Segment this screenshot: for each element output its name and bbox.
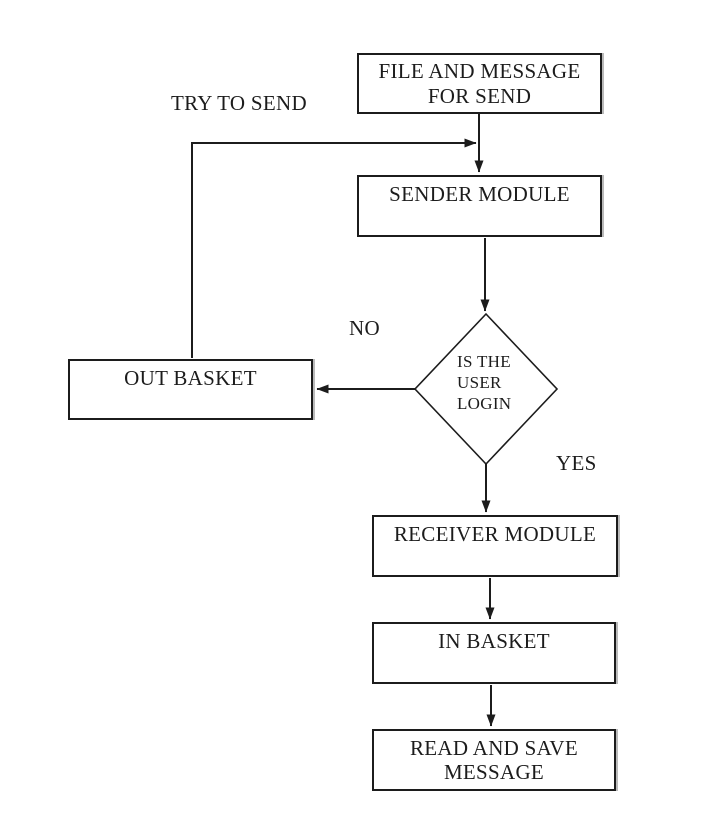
edge-label-try-to-send: TRY TO SEND <box>171 91 307 115</box>
edge-label-yes: YES <box>556 451 597 475</box>
node-label-line: MESSAGE <box>443 760 545 784</box>
edge-label-no: NO <box>349 316 380 340</box>
node-label: IN BASKET <box>438 629 550 653</box>
node-sender-module: SENDER MODULE <box>357 175 602 237</box>
decision-label-line: LOGIN <box>457 394 512 413</box>
node-receiver-module: RECEIVER MODULE <box>372 515 618 577</box>
node-decision-label: IS THE USER LOGIN <box>457 351 511 414</box>
decision-diamond <box>413 312 559 466</box>
node-file-and-message-for-send: FILE AND MESSAGE FOR SEND <box>357 53 602 114</box>
node-label-line: FOR SEND <box>427 83 532 108</box>
node-read-and-save-message: READ AND SAVE MESSAGE <box>372 729 616 791</box>
decision-label-line: USER <box>457 373 502 392</box>
node-label: OUT BASKET <box>124 366 257 390</box>
edge-outbasket-retry-to-sender <box>191 138 477 358</box>
node-out-basket: OUT BASKET <box>68 359 313 420</box>
node-label: SENDER MODULE <box>389 182 570 206</box>
node-label: RECEIVER MODULE <box>393 522 597 546</box>
node-label-line: FILE AND MESSAGE <box>378 58 581 83</box>
node-in-basket: IN BASKET <box>372 622 616 684</box>
node-label-line: READ AND SAVE <box>409 736 579 760</box>
decision-label-line: IS THE <box>457 352 511 371</box>
